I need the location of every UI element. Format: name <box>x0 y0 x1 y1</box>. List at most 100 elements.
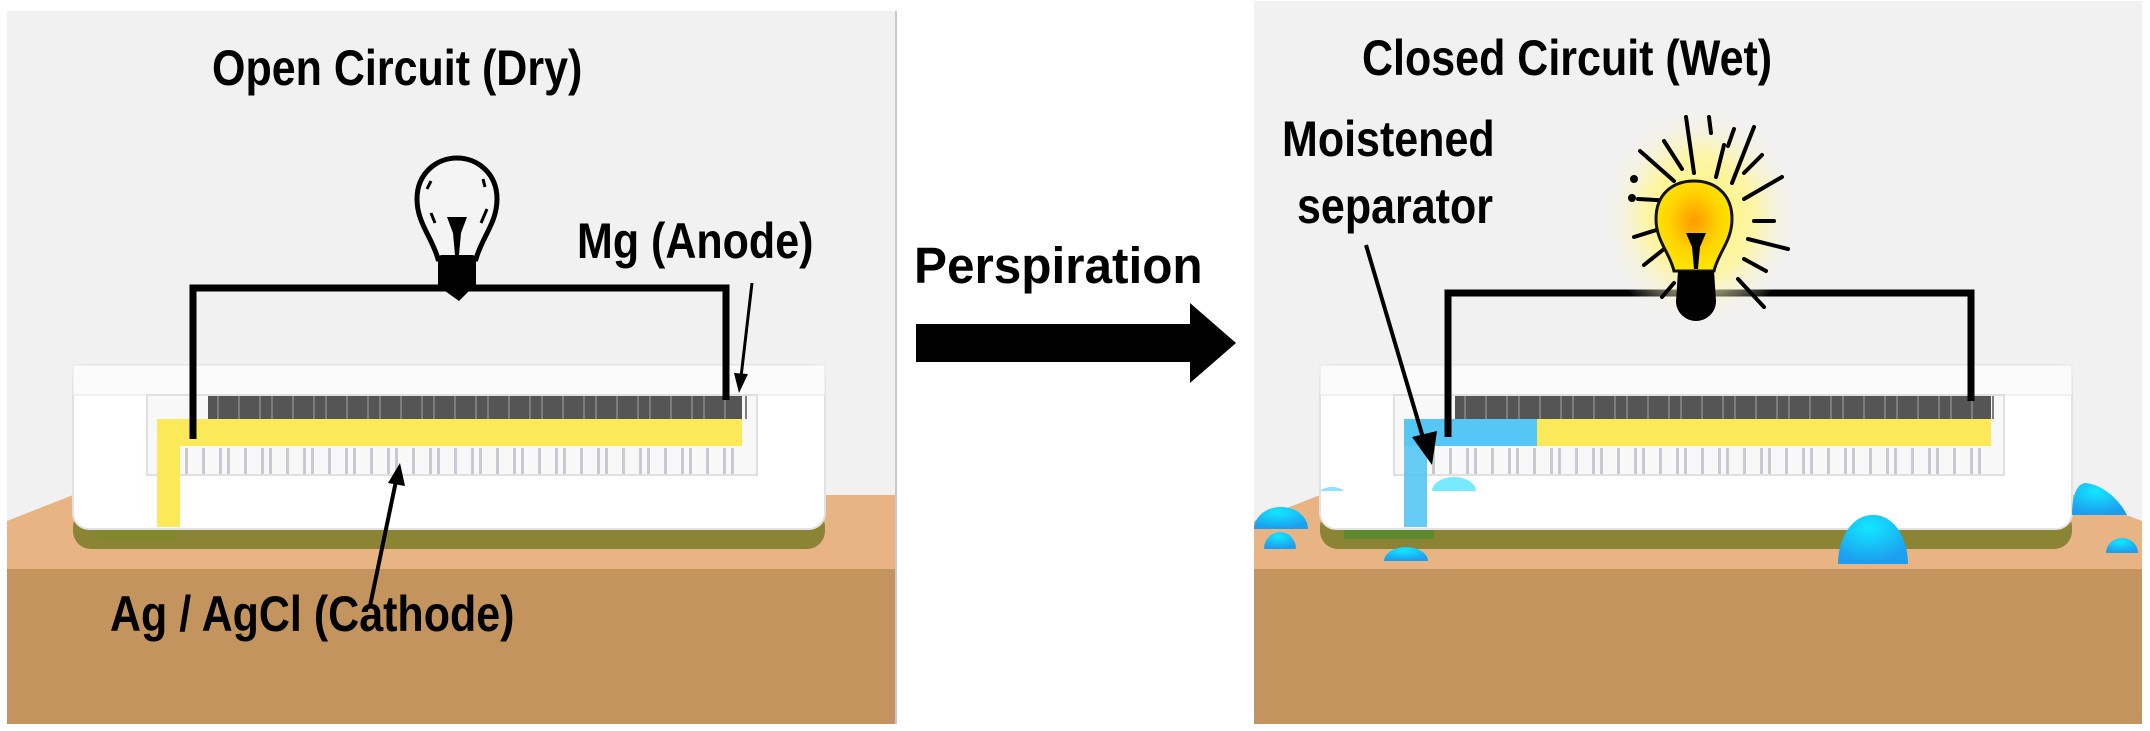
texture-stripe <box>538 448 541 474</box>
texture-stripe <box>664 448 667 474</box>
texture-stripe <box>1668 396 1670 419</box>
texture-stripe <box>1844 448 1847 474</box>
texture-stripe <box>1971 396 1973 419</box>
texture-stripe <box>1626 396 1628 419</box>
texture-stripe <box>1788 396 1790 419</box>
texture-stripe <box>706 448 709 474</box>
texture-stripe <box>1718 448 1721 474</box>
texture-stripe <box>1464 396 1466 419</box>
cathode-label: Ag / AgCl (Cathode) <box>110 586 515 642</box>
open-circuit-title: Open Circuit (Dry) <box>212 40 583 96</box>
texture-stripe <box>563 448 566 474</box>
texture-stripe <box>1938 396 1940 419</box>
texture-stripe <box>1809 396 1811 419</box>
texture-stripe <box>1539 396 1541 419</box>
bulb-off-icon <box>414 155 500 301</box>
texture-stripe <box>1701 396 1703 419</box>
open-circuit-panel: Open Circuit (Dry) Mg (Anode) Ag / AgCl … <box>7 11 897 724</box>
texture-stripe <box>529 396 531 419</box>
cathode-pointer-arrow <box>368 463 405 607</box>
texture-stripe <box>328 448 331 474</box>
texture-stripe <box>227 448 230 474</box>
texture-stripe <box>513 448 516 474</box>
texture-stripe <box>454 448 457 474</box>
texture-stripe <box>475 396 477 419</box>
texture-stripe <box>1776 396 1778 419</box>
texture-stripe <box>429 448 432 474</box>
sweat-droplet <box>2072 483 2127 515</box>
sweat-droplet <box>2106 538 2138 553</box>
texture-stripe <box>1863 396 1865 419</box>
texture-stripe <box>1936 448 1939 474</box>
skin-front-face <box>1254 569 2142 724</box>
texture-stripe <box>583 396 585 419</box>
separator-pointer-arrow <box>1364 244 1437 465</box>
sweat-droplet <box>1384 547 1428 561</box>
texture-stripe <box>1911 448 1914 474</box>
texture-stripe <box>269 448 272 474</box>
texture-stripe <box>185 448 188 474</box>
cathode-strip <box>1537 419 1991 446</box>
texture-stripe <box>313 396 315 419</box>
texture-stripe <box>454 396 456 419</box>
texture-stripe <box>421 396 423 419</box>
texture-stripe <box>1810 448 1813 474</box>
texture-stripe <box>1516 448 1519 474</box>
texture-stripe <box>370 448 373 474</box>
texture-stripe <box>605 448 608 474</box>
texture-stripe <box>1852 448 1855 474</box>
transition-arrow <box>916 303 1236 383</box>
texture-stripe <box>1950 396 1952 419</box>
closed-circuit-panel: Closed Circuit (Wet) Moistened separator <box>1254 1 2142 724</box>
cathode-strip <box>157 419 742 446</box>
texture-stripe <box>261 448 264 474</box>
texture-stripe <box>647 448 650 474</box>
texture-stripe <box>689 448 692 474</box>
texture-stripe <box>271 396 273 419</box>
texture-stripe <box>1659 448 1662 474</box>
texture-stripe <box>1992 396 1994 419</box>
separator-stripes <box>185 448 734 474</box>
texture-stripe <box>1432 448 1435 474</box>
right-arrow-icon <box>916 303 1236 383</box>
texture-stripe <box>412 448 415 474</box>
texture-stripe <box>622 448 625 474</box>
texture-stripe <box>681 448 684 474</box>
texture-stripe <box>1647 396 1649 419</box>
texture-stripe <box>400 396 402 419</box>
texture-stripe <box>1560 396 1562 419</box>
texture-stripe <box>487 396 489 419</box>
texture-stripe <box>1533 448 1536 474</box>
texture-stripe <box>1726 448 1729 474</box>
sweat-droplet <box>1264 532 1296 549</box>
texture-stripe <box>1953 448 1956 474</box>
texture-stripe <box>703 396 705 419</box>
texture-stripe <box>1755 396 1757 419</box>
closed-circuit-illustration <box>1254 106 2142 724</box>
texture-stripe <box>1917 396 1919 419</box>
texture-stripe <box>346 396 348 419</box>
texture-stripe <box>479 448 482 474</box>
texture-stripe <box>616 396 618 419</box>
sweat-droplet <box>1432 477 1476 491</box>
texture-stripe <box>745 396 747 419</box>
texture-stripe <box>1842 396 1844 419</box>
texture-stripe <box>1701 448 1704 474</box>
texture-stripe <box>1550 448 1553 474</box>
texture-stripe <box>387 448 390 474</box>
texture-stripe <box>395 448 398 474</box>
device-lid <box>72 364 826 396</box>
texture-stripe <box>219 448 222 474</box>
texture-stripe <box>1617 448 1620 474</box>
texture-stripe <box>670 396 672 419</box>
sweat-droplet <box>1320 486 1344 491</box>
texture-stripe <box>292 396 294 419</box>
texture-stripe <box>580 448 583 474</box>
mg-anode-texture <box>217 396 747 419</box>
texture-stripe <box>1886 448 1889 474</box>
texture-stripe <box>1572 396 1574 419</box>
texture-stripe <box>731 448 734 474</box>
texture-stripe <box>595 396 597 419</box>
texture-stripe <box>1508 448 1511 474</box>
texture-stripe <box>311 448 314 474</box>
